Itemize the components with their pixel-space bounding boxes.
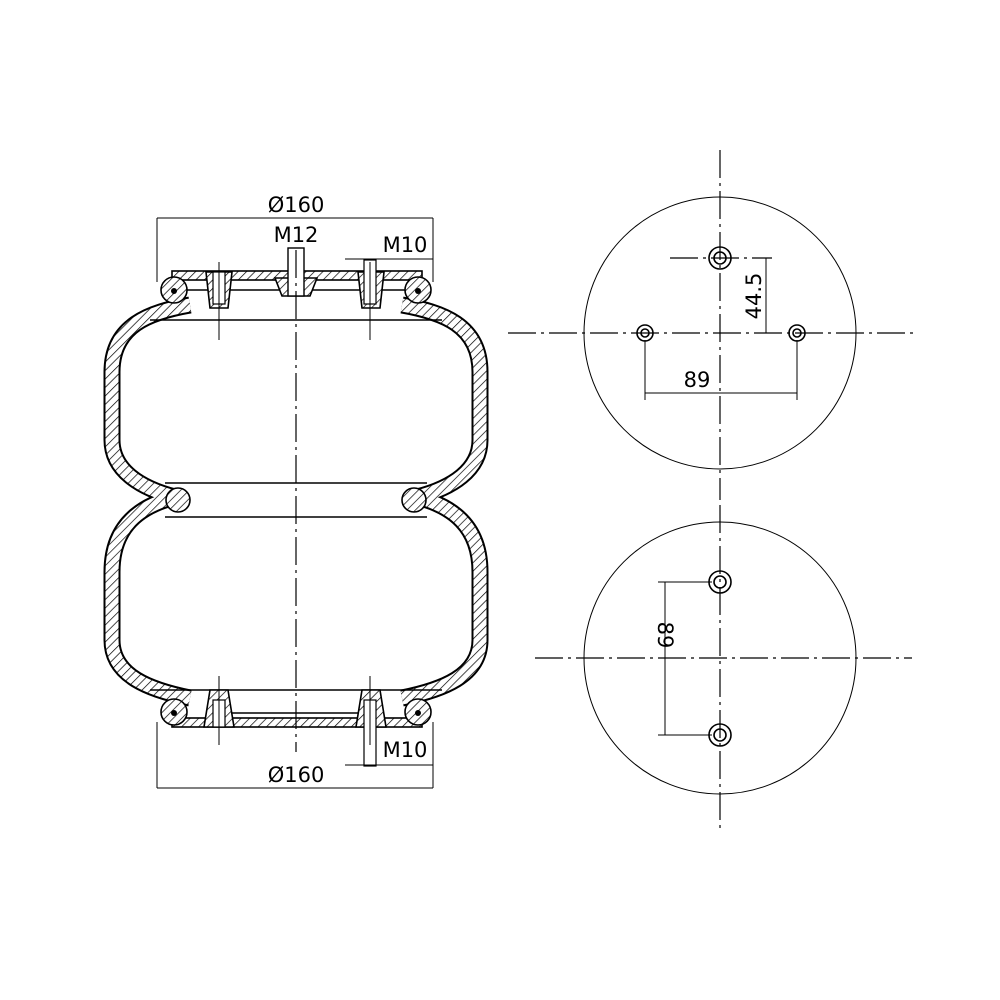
hole-offset-label: 44.5 xyxy=(742,273,766,320)
bottom-diameter-label: Ø160 xyxy=(268,763,325,787)
bottom-side-thread-label: M10 xyxy=(383,738,428,762)
girdle-ring-right xyxy=(401,487,427,513)
bottom-plan-view: 89 xyxy=(535,505,912,830)
top-plan-view: 44.5 89 xyxy=(508,150,918,500)
bottom-plate xyxy=(160,689,432,767)
side-view: Ø160 M12 M10 Ø160 M10 xyxy=(103,193,489,789)
mounting-hole xyxy=(708,246,732,270)
girdle-ring-left xyxy=(165,487,191,513)
top-diameter-label: Ø160 xyxy=(268,193,325,217)
top-hole-spacing-label: 89 xyxy=(684,368,711,392)
bottom-hole-spacing-label: 89 xyxy=(653,622,677,649)
top-side-thread-label: M10 xyxy=(383,233,428,257)
top-center-thread-label: M12 xyxy=(274,223,319,247)
